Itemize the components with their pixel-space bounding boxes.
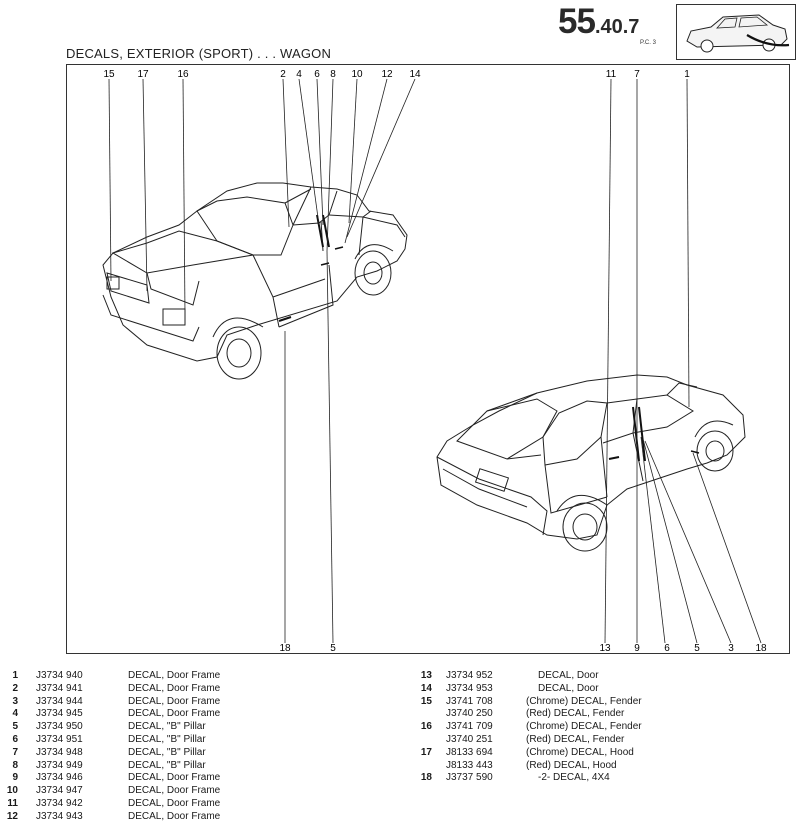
car-rear-right-drawing bbox=[436, 374, 746, 552]
car-front-left-drawing bbox=[102, 182, 408, 380]
callout-6-right: 6 bbox=[664, 643, 670, 654]
callout-18-left: 18 bbox=[279, 643, 291, 654]
callout-7: 7 bbox=[634, 69, 640, 80]
vehicle-thumbnail bbox=[676, 4, 796, 60]
callout-6: 6 bbox=[314, 69, 320, 80]
callout-4: 4 bbox=[296, 69, 302, 80]
callout-9: 9 bbox=[634, 643, 640, 654]
callout-13: 13 bbox=[599, 643, 611, 654]
diagram-frame: 15 17 16 2 4 6 8 10 12 14 11 7 1 18 5 13… bbox=[66, 64, 790, 654]
page-code: 55.40.7 bbox=[558, 2, 639, 42]
callout-5-left: 5 bbox=[330, 643, 336, 654]
callout-8: 8 bbox=[330, 69, 336, 80]
callout-10: 10 bbox=[351, 69, 363, 80]
callouts: 15 17 16 2 4 6 8 10 12 14 11 7 1 18 5 13… bbox=[103, 69, 767, 654]
callout-17: 17 bbox=[137, 69, 149, 80]
page-title: DECALS, EXTERIOR (SPORT) . . . WAGON bbox=[66, 46, 332, 61]
pc-label: P.C. 3 bbox=[640, 40, 656, 46]
callout-11: 11 bbox=[606, 69, 617, 80]
callout-2: 2 bbox=[280, 69, 286, 80]
page-code-suffix: 7 bbox=[628, 16, 640, 38]
callout-12: 12 bbox=[381, 69, 393, 80]
callout-5-right: 5 bbox=[694, 643, 700, 654]
callout-14: 14 bbox=[409, 69, 421, 80]
callout-3: 3 bbox=[728, 643, 734, 654]
leader-lines bbox=[108, 78, 762, 644]
page-code-main: 55 bbox=[558, 2, 596, 41]
page-code-sub: .40. bbox=[594, 16, 629, 38]
callout-1: 1 bbox=[684, 69, 690, 80]
callout-18-right: 18 bbox=[755, 643, 767, 654]
callout-16: 16 bbox=[177, 69, 189, 80]
callout-15: 15 bbox=[103, 69, 115, 80]
